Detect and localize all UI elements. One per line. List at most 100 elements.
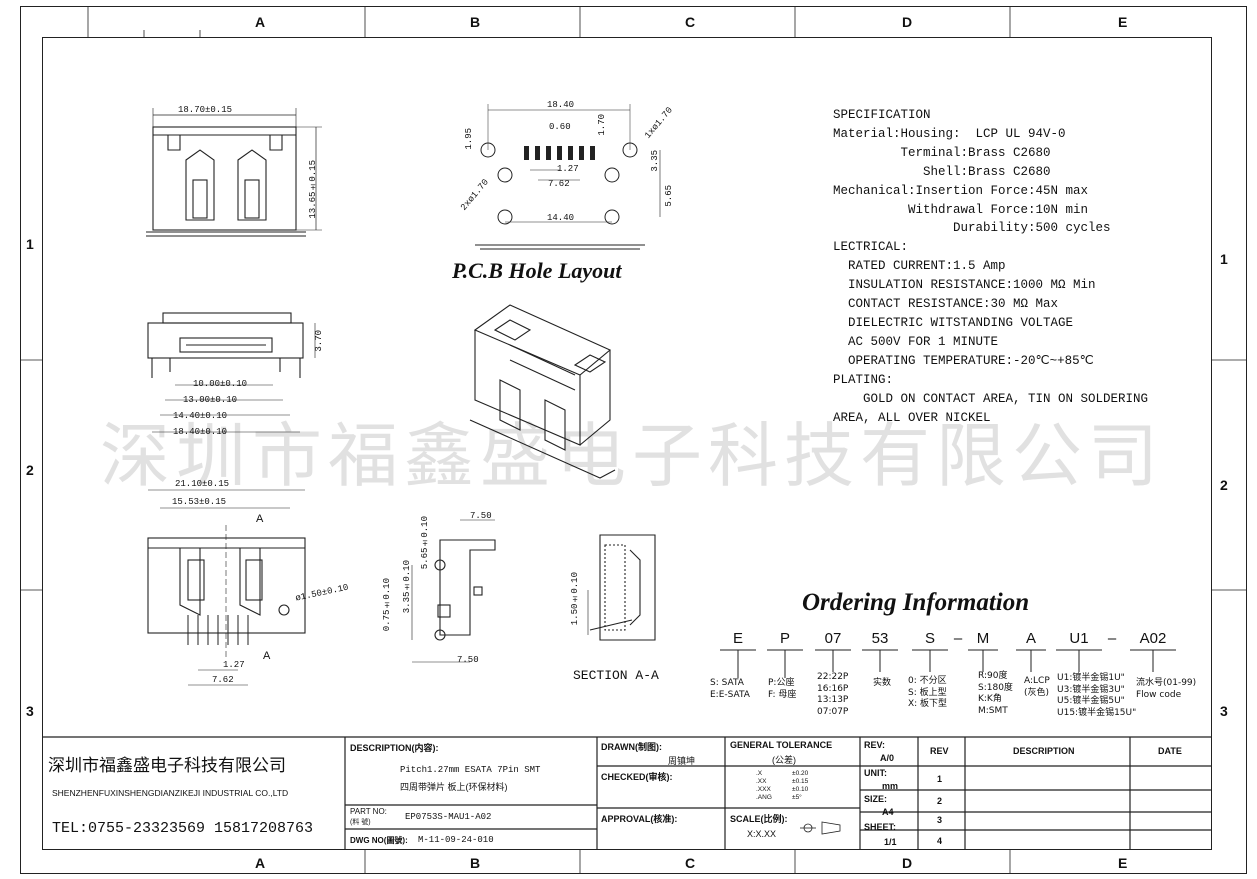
dim-pcb-1440: 14.40	[547, 213, 575, 223]
order-code-orientation: M	[976, 630, 990, 647]
dim-front-1440: 14.40±0.10	[173, 411, 228, 421]
spec-line: PLATING:	[833, 372, 894, 387]
dim-bottom-127: 1.27	[223, 660, 245, 670]
zone-col-d-top: D	[902, 14, 913, 30]
sheet-label: SHEET:	[864, 822, 897, 832]
order-code-number: 53	[871, 630, 889, 647]
size-label: SIZE:	[864, 794, 888, 804]
order-code-material: A	[1025, 630, 1036, 647]
order-code-gender: P	[779, 630, 790, 647]
dim-bottom-width2: 15.53±0.15	[172, 497, 227, 507]
order-option-mount: 0: 不分区 S: 板上型 X: 板下型	[908, 676, 948, 709]
zone-row-3-left: 3	[26, 703, 34, 719]
dim-side-075: 0.75±0.10	[382, 578, 392, 632]
isometric-view	[469, 304, 616, 479]
rev-column-header: REV	[930, 746, 949, 756]
checked-label: CHECKED(审核):	[601, 772, 673, 782]
order-option-flow: 流水号(01-99) Flow code	[1136, 678, 1197, 700]
description-column-header: DESCRIPTION	[1013, 746, 1075, 756]
dim-section-150: 1.50±0.10	[570, 572, 580, 626]
dim-bottom-width1: 21.10±0.15	[175, 479, 230, 489]
unit-label: UNIT:	[864, 768, 887, 778]
section-title: SECTION A-A	[573, 668, 659, 683]
order-code-type: E	[732, 630, 743, 647]
rev-row-1: 1	[937, 774, 943, 784]
top-view	[146, 108, 322, 237]
date-column-header: DATE	[1158, 746, 1182, 756]
spec-line: OPERATING TEMPERATURE:-20℃~+85℃	[833, 353, 1094, 368]
dwg-no-label: DWG NO(圖號):	[350, 836, 408, 845]
part-no-label: PART NO:	[350, 807, 387, 816]
title-block-lines	[42, 736, 1212, 850]
zone-col-e-bottom: E	[1118, 855, 1128, 871]
company-watermark: 深圳市福鑫盛电子科技有限公司	[100, 415, 1164, 497]
tol-value: ±0.20	[792, 770, 809, 777]
spec-line: AC 500V FOR 1 MINUTE	[833, 334, 999, 349]
dim-bottom-762: 7.62	[212, 675, 234, 685]
tol-key: .XX	[756, 778, 767, 785]
spec-line: Mechanical:Insertion Force:45N max	[833, 183, 1089, 198]
tol-values: ±0.20±0.15±0.10±5°	[792, 770, 808, 802]
dim-front-1000: 10.00±0.10	[193, 379, 248, 389]
rev-row-4: 4	[937, 836, 943, 846]
spec-line: INSULATION RESISTANCE:1000 MΩ Min	[833, 278, 1096, 293]
front-view	[147, 312, 316, 433]
order-code-pins: 07	[824, 630, 842, 647]
dim-pcb-127: 1.27	[557, 164, 579, 174]
unit-value: mm	[882, 781, 899, 791]
dim-pcb-565: 5.65	[664, 185, 674, 207]
spec-line: AREA, ALL OVER NICKEL	[833, 410, 991, 425]
tol-value: ±0.15	[792, 778, 809, 785]
zone-col-c-bottom: C	[685, 855, 696, 871]
dim-side-335: 3.35±0.10	[402, 560, 412, 614]
size-value: A4	[882, 807, 894, 817]
dim-front-1300: 13.00±0.10	[183, 395, 238, 405]
dim-side-565: 5.65±0.10	[420, 516, 430, 570]
drawn-value: 周镇坤	[668, 756, 696, 766]
part-no-value: EP0753S-MAU1-A02	[405, 812, 492, 822]
dim-top-height: 13.65±0.15	[308, 160, 318, 219]
spec-line: CONTACT RESISTANCE:30 MΩ Max	[833, 297, 1059, 312]
gen-tol-label: GENERAL TOLERANCE	[730, 740, 833, 750]
tol-value: ±0.10	[792, 786, 809, 793]
pcb-layout-title: P.C.B Hole Layout	[452, 258, 622, 283]
spec-line: Terminal:Brass C2680	[833, 145, 1051, 160]
bottom-view	[147, 489, 306, 686]
order-dash-2: –	[1107, 630, 1117, 647]
zone-row-3-right: 3	[1220, 703, 1228, 719]
zone-row-2-right: 2	[1220, 477, 1228, 493]
part-no-label-cn: (料 號)	[350, 819, 371, 826]
pcb-hole-layout	[475, 104, 661, 250]
scale-label: SCALE(比例):	[730, 814, 788, 824]
sheet-value: 1/1	[884, 837, 897, 847]
section-marker-bottom: A	[263, 650, 271, 662]
company-tel: TEL:0755-23323569 15817208763	[52, 820, 314, 837]
desc-line-2: 四周带弹片 板上(环保材料)	[400, 782, 508, 792]
spec-line: GOLD ON CONTACT AREA, TIN ON SOLDERING	[833, 391, 1149, 406]
spec-line: Withdrawal Force:10N min	[833, 202, 1089, 217]
approval-label: APPROVAL(核准):	[601, 814, 678, 824]
order-dash-1: –	[953, 630, 963, 647]
dim-front-370: 3.70	[314, 330, 324, 352]
section-view	[587, 534, 656, 641]
spec-line: DIELECTRIC WITSTANDING VOLTAGE	[833, 315, 1074, 330]
specification-block: SPECIFICATION Material:Housing: LCP UL 94…	[833, 106, 1148, 427]
order-option-material: A:LCP (灰色)	[1024, 676, 1050, 698]
spec-line: SPECIFICATION	[833, 108, 931, 122]
spec-line: Material:Housing: LCP UL 94V-0	[833, 126, 1066, 141]
zone-row-1-left: 1	[26, 236, 34, 252]
order-code-flow: A02	[1139, 630, 1167, 647]
spec-line: RATED CURRENT:1.5 Amp	[833, 259, 1006, 274]
outer-frame	[20, 6, 1247, 874]
frame-ticks	[20, 6, 1247, 874]
dim-pcb-335: 3.35	[650, 150, 660, 172]
dim-pcb-pitch: 0.60	[549, 122, 571, 132]
gen-tol-sub: (公差)	[772, 755, 796, 765]
zone-row-1-right: 1	[1220, 251, 1228, 267]
tol-keys: .X.XX.XXX.ANG	[756, 770, 772, 802]
order-option-orientation: R:90度 S:180度 K:K角 M:SMT	[978, 671, 1013, 716]
order-option-type: S: SATA E:E-SATA	[710, 678, 750, 700]
ordering-lines	[720, 649, 1176, 678]
spec-line: LECTRICAL:	[833, 240, 909, 255]
ordering-title: Ordering Information	[802, 589, 1030, 616]
